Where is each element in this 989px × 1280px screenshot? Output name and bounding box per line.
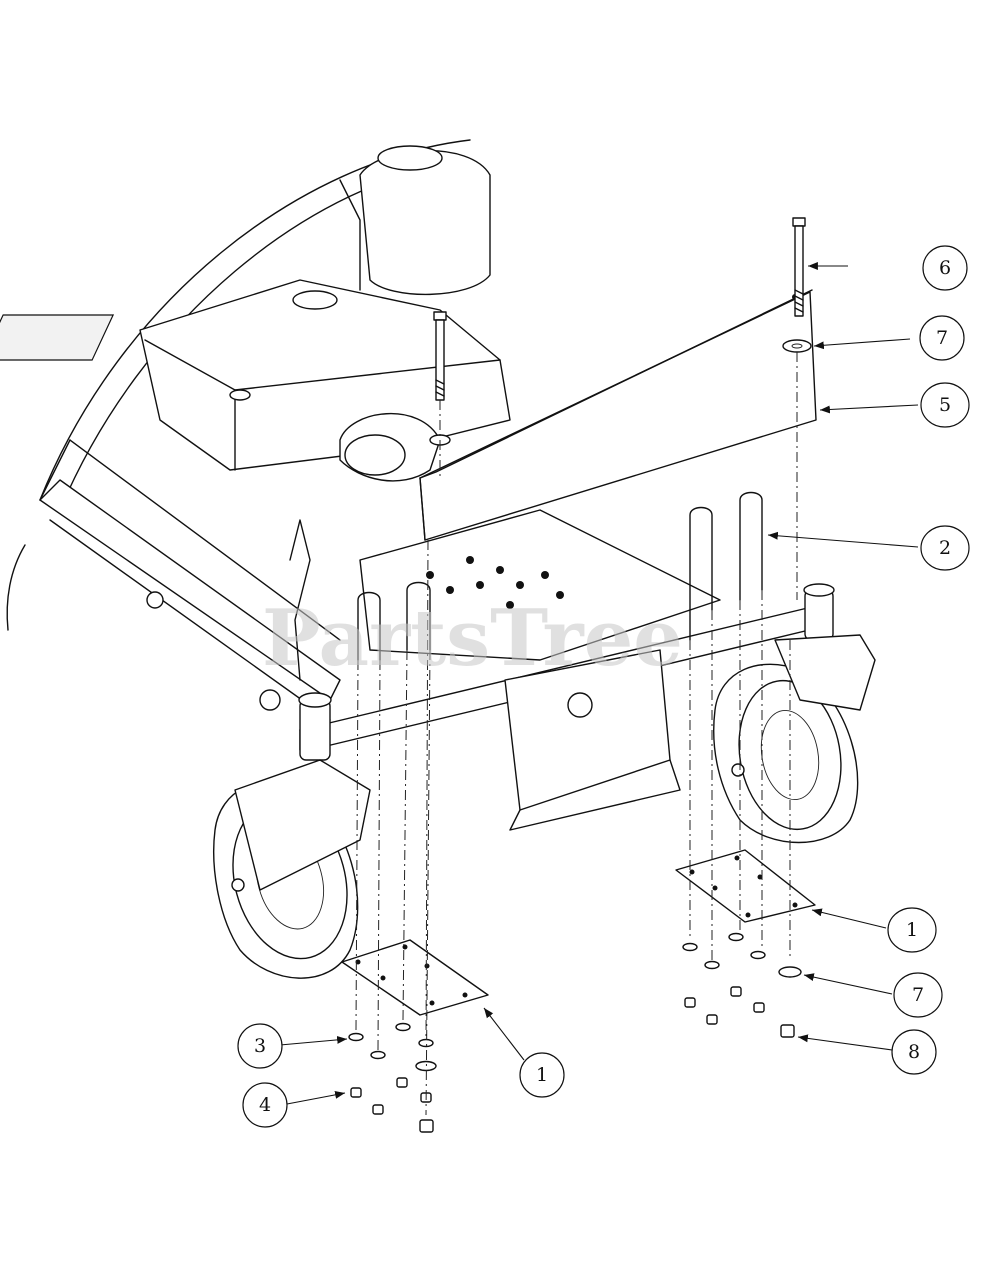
callout-1-right-label: 1 [906, 919, 918, 941]
callout-8-label: 8 [908, 1041, 920, 1063]
callout-5-label: 5 [939, 394, 951, 416]
left-caster-wheel [213, 759, 371, 979]
part-1-plate-right [675, 849, 816, 923]
assembly-centerlines [355, 352, 798, 1116]
part-2-u-bolt-right [689, 491, 763, 641]
callout-5: 5 [920, 382, 970, 428]
part-1-plate-left [341, 939, 489, 1016]
callout-2: 2 [920, 525, 970, 571]
callout-2-label: 2 [939, 537, 951, 559]
callout-7-bottom: 7 [893, 972, 943, 1018]
callout-1-left: 1 [519, 1052, 565, 1098]
callout-leaders [279, 262, 919, 1105]
part-6-bolt [792, 217, 806, 317]
hardware-left [348, 1022, 437, 1133]
callout-4: 4 [242, 1082, 288, 1128]
mower-frame [0, 139, 835, 831]
callout-7-label: 7 [936, 327, 948, 349]
callout-6-label: 6 [939, 257, 951, 279]
part-5-bumper-bar [419, 289, 817, 541]
callout-7-bottom-label: 7 [912, 984, 924, 1006]
callout-1-right: 1 [887, 907, 937, 953]
part-7-washer-top [782, 339, 812, 353]
callout-3-label: 3 [254, 1035, 266, 1057]
right-caster-wheel [713, 634, 876, 844]
part-2-u-bolt-left [357, 581, 431, 661]
hardware-right [682, 932, 802, 1038]
callout-1-left-label: 1 [536, 1064, 548, 1086]
callout-6: 6 [922, 245, 968, 291]
callout-8: 8 [891, 1029, 937, 1075]
callout-3: 3 [237, 1023, 283, 1069]
watermark-text: PartsTree [262, 593, 683, 684]
callout-7-top: 7 [919, 315, 965, 361]
callout-4-label: 4 [259, 1094, 271, 1116]
